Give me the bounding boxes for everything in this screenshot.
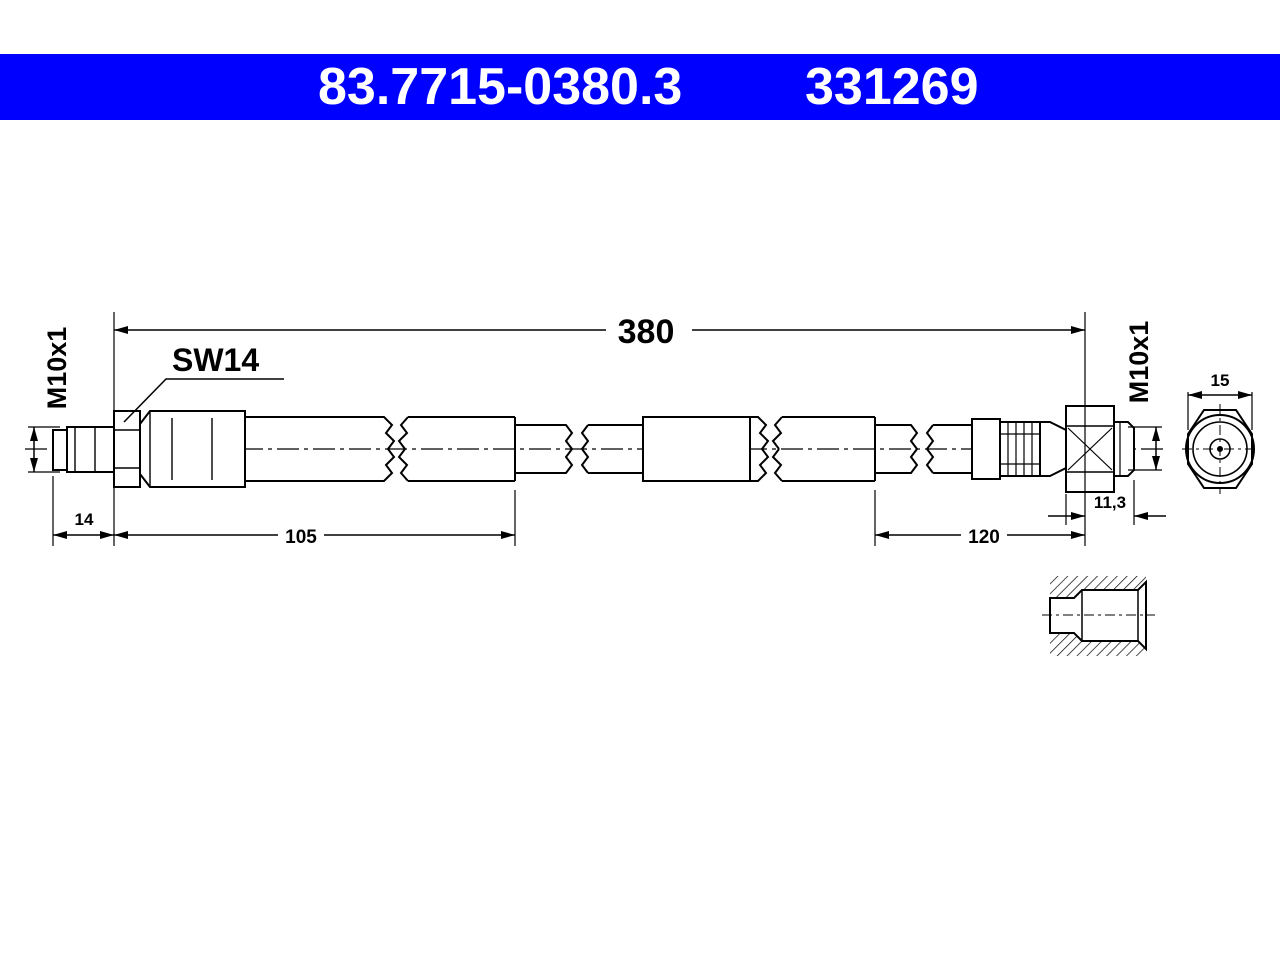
left-fitting xyxy=(52,410,141,488)
middle-sleeve xyxy=(642,416,751,482)
dim-label-left-segment: 105 xyxy=(285,527,317,548)
right-fitting xyxy=(971,405,1135,493)
hose-body-right xyxy=(750,416,972,482)
dim-label-right-fitting: 11,3 xyxy=(1094,493,1126,512)
dim-label-left-fitting: 14 xyxy=(75,510,94,529)
wrench-size-label: SW14 xyxy=(172,342,259,378)
title-bar: 83.7715-0380.3 331269 xyxy=(0,54,1280,120)
thread-label-left: M10x1 xyxy=(42,327,72,410)
dim-label-total-length: 380 xyxy=(618,313,675,351)
dim-label-right-segment: 120 xyxy=(968,527,1000,548)
section-detail xyxy=(1042,576,1155,656)
dim-label-end-view: 15 xyxy=(1211,371,1230,390)
reference-number: 331269 xyxy=(805,58,979,116)
thread-label-right: M10x1 xyxy=(1124,321,1154,404)
part-number: 83.7715-0380.3 xyxy=(318,58,683,116)
wrench-size-leader xyxy=(123,378,284,423)
hose-body xyxy=(245,416,643,482)
extension-lines xyxy=(52,312,1086,546)
end-view xyxy=(1182,392,1258,494)
left-crimp-sleeve xyxy=(139,410,246,488)
